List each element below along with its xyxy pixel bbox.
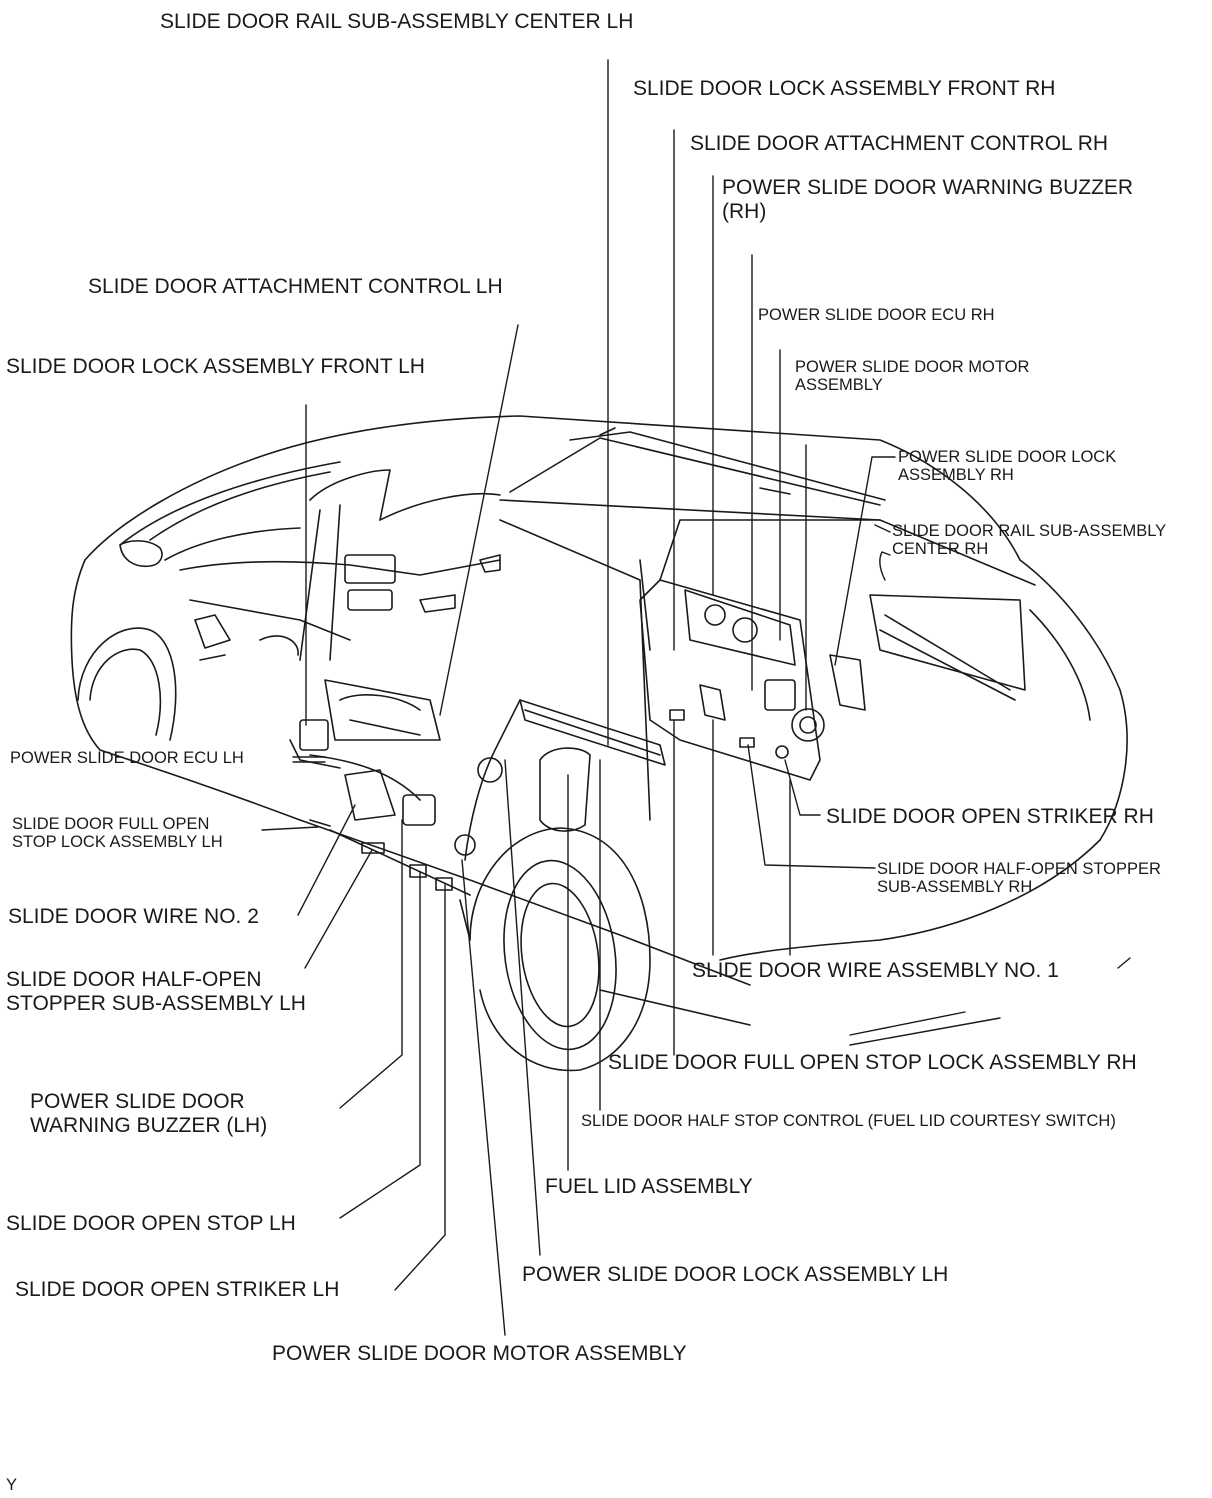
label-power-lock-rh: POWER SLIDE DOOR LOCK ASSEMBLY RH: [898, 448, 1117, 485]
label-full-open-rh: SLIDE DOOR FULL OPEN STOP LOCK ASSEMBLY …: [608, 1051, 1137, 1074]
label-buzzer-rh: POWER SLIDE DOOR WARNING BUZZER (RH): [722, 176, 1134, 223]
vehicle-body: [70, 415, 1128, 1072]
label-lock-front-rh: SLIDE DOOR LOCK ASSEMBLY FRONT RH: [633, 77, 1056, 100]
label-motor-assembly: POWER SLIDE DOOR MOTOR ASSEMBLY: [272, 1342, 687, 1365]
label-half-stop-ctrl: SLIDE DOOR HALF STOP CONTROL (FUEL LID C…: [581, 1112, 1116, 1130]
leader-lines: [261, 59, 1131, 1336]
label-attach-ctrl-lh: SLIDE DOOR ATTACHMENT CONTROL LH: [88, 275, 503, 298]
label-rail-center-rh: SLIDE DOOR RAIL SUB-ASSEMBLY CENTER RH: [892, 522, 1167, 559]
label-open-striker-lh: SLIDE DOOR OPEN STRIKER LH: [15, 1278, 340, 1301]
label-power-lock-lh: POWER SLIDE DOOR LOCK ASSEMBLY LH: [522, 1263, 949, 1286]
label-ecu-rh: POWER SLIDE DOOR ECU RH: [758, 306, 995, 324]
label-wire-no2: SLIDE DOOR WIRE NO. 2: [8, 905, 259, 928]
label-fuel-lid: FUEL LID ASSEMBLY: [545, 1175, 753, 1198]
component-shapes: [289, 589, 866, 891]
label-half-open-rh: SLIDE DOOR HALF-OPEN STOPPER SUB-ASSEMBL…: [877, 860, 1161, 897]
label-ecu-lh: POWER SLIDE DOOR ECU LH: [10, 749, 244, 767]
label-attach-ctrl-rh: SLIDE DOOR ATTACHMENT CONTROL RH: [690, 132, 1109, 155]
label-half-open-lh: SLIDE DOOR HALF-OPEN STOPPER SUB-ASSEMBL…: [6, 968, 306, 1015]
label-wire-no1: SLIDE DOOR WIRE ASSEMBLY NO. 1: [692, 959, 1059, 982]
label-open-stop-lh: SLIDE DOOR OPEN STOP LH: [6, 1212, 296, 1235]
label-lock-front-lh: SLIDE DOOR LOCK ASSEMBLY FRONT LH: [6, 355, 425, 378]
label-open-striker-rh: SLIDE DOOR OPEN STRIKER RH: [826, 805, 1154, 828]
figure-code: Y: [6, 1476, 18, 1494]
label-full-open-lh: SLIDE DOOR FULL OPEN STOP LOCK ASSEMBLY …: [12, 815, 223, 852]
label-rail-center-lh: SLIDE DOOR RAIL SUB-ASSEMBLY CENTER LH: [160, 10, 634, 33]
label-motor-rh: POWER SLIDE DOOR MOTOR ASSEMBLY: [795, 358, 1030, 395]
label-buzzer-lh: POWER SLIDE DOOR WARNING BUZZER (LH): [30, 1090, 268, 1137]
